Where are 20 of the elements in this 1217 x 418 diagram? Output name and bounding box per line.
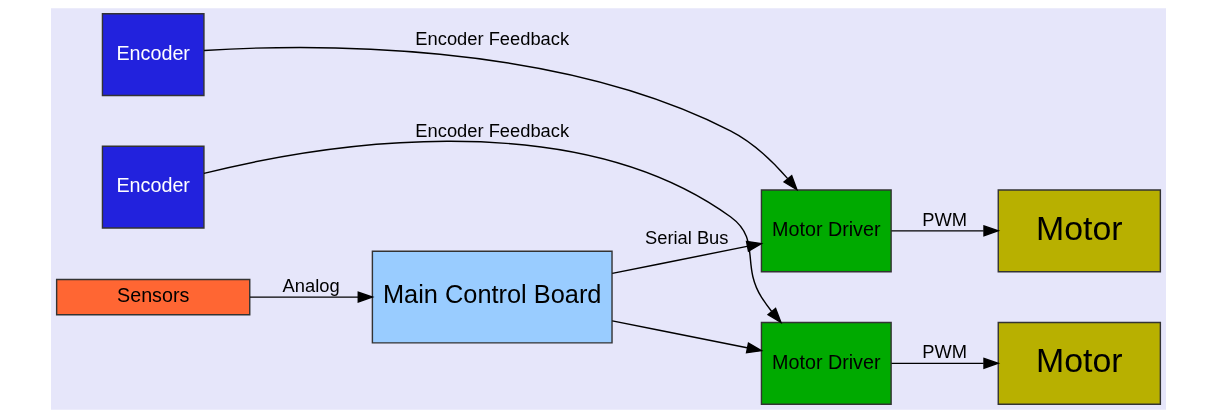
edge-label: Analog [282,275,340,297]
node-box: Motor Driver [760,321,892,405]
edge-label: PWM [922,208,968,230]
arrow [203,140,783,324]
node-box: Motor Driver [760,189,892,273]
node-box: Encoder [101,13,205,97]
edge-label: Encoder Feedback [415,28,570,50]
edge-label: Serial Bus [645,227,729,249]
arrow [611,320,764,354]
edge-label: PWM [922,341,968,363]
arrow [249,291,375,304]
node-box: Sensors [55,278,251,316]
edge-label: Encoder Feedback [415,119,570,141]
arrow [890,224,1001,237]
node-box: Motor [997,321,1162,405]
arrow [203,46,799,192]
node-box: Main Control Board [371,250,613,344]
node-box: Motor [997,189,1162,273]
node-box: Encoder [101,145,205,229]
arrow [890,357,1001,370]
